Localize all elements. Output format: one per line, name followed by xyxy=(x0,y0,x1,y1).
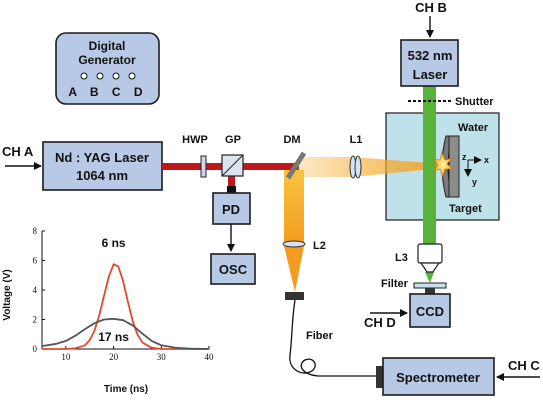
ir-beam-exit xyxy=(162,163,195,170)
voltage-chart: Voltage (V) Time (ns) 10 20 30 40 0 2 4 6 8 6 ns 1… xyxy=(2,226,214,395)
filter xyxy=(413,282,447,289)
nd-yag-laser-line1: Nd : YAG Laser xyxy=(55,150,149,165)
axes-indicator xyxy=(464,156,482,177)
ch-d-label: CH D xyxy=(364,315,396,330)
axis-y-label: y xyxy=(472,177,477,187)
pd-label: PD xyxy=(222,202,240,217)
chart-series-line-2 xyxy=(41,317,210,350)
port-c xyxy=(112,72,120,80)
digital-generator-outputs: A B C D xyxy=(68,85,147,99)
emission-beam xyxy=(298,157,442,177)
l3-label: L3 xyxy=(395,252,408,264)
port-b xyxy=(96,72,104,80)
ccd-mount xyxy=(425,288,435,294)
shutter-label: Shutter xyxy=(455,96,494,108)
ch-b-label: CH B xyxy=(415,0,447,15)
green-beam-to-filter xyxy=(425,272,434,283)
spectrometer-label: Spectrometer xyxy=(396,370,480,385)
ccd-label: CCD xyxy=(416,304,444,319)
filter-label: Filter xyxy=(381,278,409,290)
dichroic-mirror xyxy=(285,151,307,180)
green-laser-line2: Laser xyxy=(413,67,448,82)
fiber-coupler xyxy=(285,292,304,300)
chart-y-tick-label: 2 xyxy=(33,315,38,325)
port-d xyxy=(128,72,136,80)
ch-c-label: CH C xyxy=(508,358,540,373)
digital-generator xyxy=(55,32,160,105)
lens-l3 xyxy=(417,243,443,273)
chart-annotation-17ns: 17 ns xyxy=(98,330,129,344)
ir-beam-to-pd xyxy=(228,170,235,188)
chart-x-tick-label: 20 xyxy=(109,352,119,362)
dm-label: DM xyxy=(283,134,300,146)
green-laser xyxy=(400,39,459,87)
water-label: Water xyxy=(458,122,489,134)
digital-generator-title-2: Generator xyxy=(78,53,136,67)
target-label: Target xyxy=(449,203,482,215)
green-laser-line1: 532 nm xyxy=(408,48,453,63)
chart-y-tick-label: 0 xyxy=(33,344,38,354)
chart-x-tick-label: 40 xyxy=(205,352,215,362)
chart-y-tick-label: 4 xyxy=(33,285,38,295)
chart-y-tick-label: 8 xyxy=(33,226,38,236)
lens-l2 xyxy=(282,240,306,248)
photodiode xyxy=(212,192,251,225)
oscilloscope xyxy=(210,253,256,285)
lens-l1-b xyxy=(354,155,362,179)
chart-xlabel: Time (ns) xyxy=(104,384,148,395)
digital-generator-title-1: Digital xyxy=(89,39,126,53)
chart-annotation-6ns: 6 ns xyxy=(102,236,126,250)
emission-to-l2 xyxy=(284,170,304,243)
chart-series-line-1 xyxy=(42,263,209,350)
pd-head xyxy=(227,186,236,193)
spectrometer-port xyxy=(376,366,383,388)
output-ports xyxy=(80,72,136,80)
hwp-plate xyxy=(200,155,207,178)
port-a xyxy=(80,72,88,80)
axis-z-label: z xyxy=(462,152,467,162)
green-beam xyxy=(423,84,436,244)
chart-x-tick-label: 10 xyxy=(61,352,71,362)
ch-a-label: CH A xyxy=(2,144,34,159)
spectrometer xyxy=(382,357,495,396)
gp-label: GP xyxy=(225,134,241,146)
l2-label: L2 xyxy=(313,240,326,252)
l1-label: L1 xyxy=(350,134,363,146)
axis-x-label: x xyxy=(484,155,489,165)
chart-x-tick-label: 30 xyxy=(157,352,167,362)
chart-y-tick-label: 6 xyxy=(33,256,38,266)
optical-fiber xyxy=(289,299,381,377)
emission-focus-to-fiber xyxy=(284,246,304,292)
ccd-camera xyxy=(409,293,451,328)
plasma-spark xyxy=(432,150,454,179)
fiber-label: Fiber xyxy=(306,330,334,342)
glan-polarizer xyxy=(221,154,244,177)
osc-label: OSC xyxy=(219,262,248,277)
nd-yag-laser-line2: 1064 nm xyxy=(76,168,128,183)
ir-beam xyxy=(195,163,299,170)
chart-ylabel: Voltage (V) xyxy=(2,269,13,320)
hwp-label: HWP xyxy=(182,134,208,146)
